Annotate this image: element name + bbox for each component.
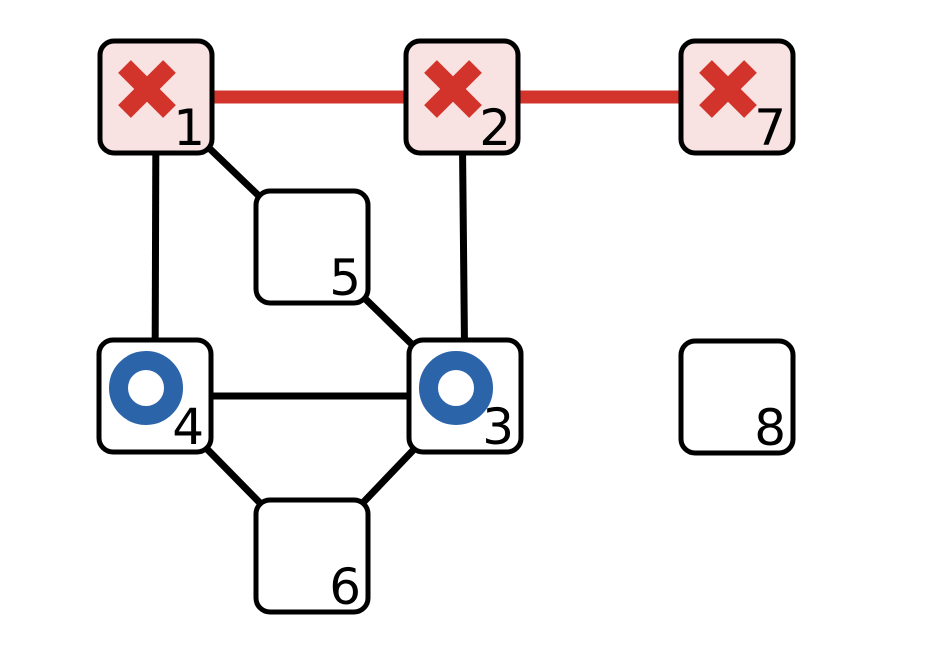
node-7[interactable]: 7 [678,38,796,157]
node-1[interactable]: 1 [97,38,215,157]
x-mark-bar [118,60,176,118]
o-mark-icon [109,351,183,425]
x-mark-bar [699,60,757,118]
x-mark-icon [424,60,482,118]
node-label: 3 [482,398,514,456]
node-box [253,497,371,615]
node-6[interactable]: 6 [253,497,371,616]
node-label: 2 [479,99,511,157]
node-box [678,338,796,456]
node-5[interactable]: 5 [253,188,371,307]
node-label: 6 [329,558,361,616]
node-box [253,188,371,306]
o-mark-icon [419,351,493,425]
node-3[interactable]: 3 [406,337,524,456]
node-label: 4 [172,398,204,456]
node-8[interactable]: 8 [678,338,796,457]
node-label: 8 [754,399,786,457]
node-2[interactable]: 2 [403,38,521,157]
x-mark-icon [699,60,757,118]
x-mark-icon [118,60,176,118]
node-label: 5 [329,249,361,307]
node-label: 7 [754,99,786,157]
x-mark-bar [424,60,482,118]
node-label: 1 [173,99,205,157]
node-4[interactable]: 4 [96,337,214,456]
